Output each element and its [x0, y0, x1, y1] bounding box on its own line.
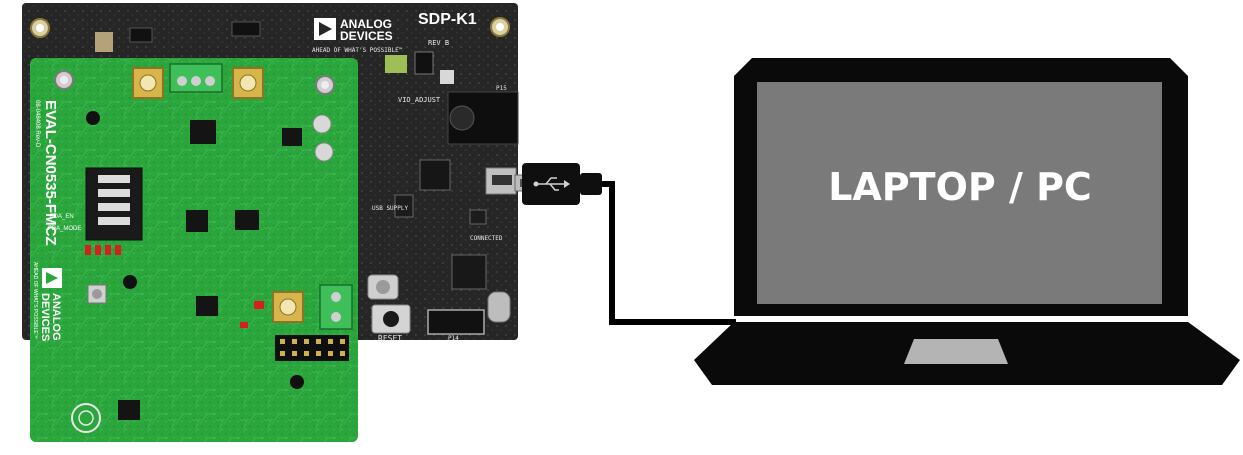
usb-symbol-icon: [533, 177, 570, 191]
sdp-brand-line1: ANALOG: [340, 17, 392, 31]
sdp-revision-label: REV B: [428, 39, 449, 47]
laptop-label: LAPTOP / PC: [828, 165, 1092, 209]
eval-part-number: 08-048408 Rev-D: [34, 100, 40, 148]
sdp-p15-label: P15: [496, 85, 507, 92]
sdp-usb-supply-label: USB SUPPLY: [372, 205, 409, 212]
laptop-screen: [757, 82, 1162, 304]
sdp-p14-label: P14: [448, 335, 459, 342]
usb-cable: [514, 163, 736, 325]
sdp-brand-line2: DEVICES: [340, 29, 393, 43]
laptop: LAPTOP / PC: [694, 58, 1240, 385]
eval-fda-mode-label: FDA_MODE: [48, 226, 81, 232]
eval-model-label: EVAL-CN0535-FMCZ: [42, 100, 59, 246]
sdp-reset-label: RESET: [378, 334, 402, 343]
sdp-tagline: AHEAD OF WHAT'S POSSIBLE™: [312, 47, 403, 54]
sdp-model-label: SDP-K1: [418, 11, 477, 28]
eval-tagline: AHEAD OF WHAT'S POSSIBLE™: [32, 262, 38, 339]
sdp-connected-label: CONNECTED: [470, 235, 503, 242]
sdp-vio-adjust-label: VIO_ADJUST: [398, 96, 441, 104]
eval-cn0535-board: EVAL-CN0535-FMCZ 08-048408 Rev-D ANALOG …: [30, 58, 358, 442]
eval-fda-en-label: FDA_EN: [50, 214, 74, 220]
eval-brand-line1: ANALOG: [50, 293, 62, 341]
eval-brand-line2: DEVICES: [39, 293, 51, 341]
laptop-touchpad: [904, 339, 1008, 364]
